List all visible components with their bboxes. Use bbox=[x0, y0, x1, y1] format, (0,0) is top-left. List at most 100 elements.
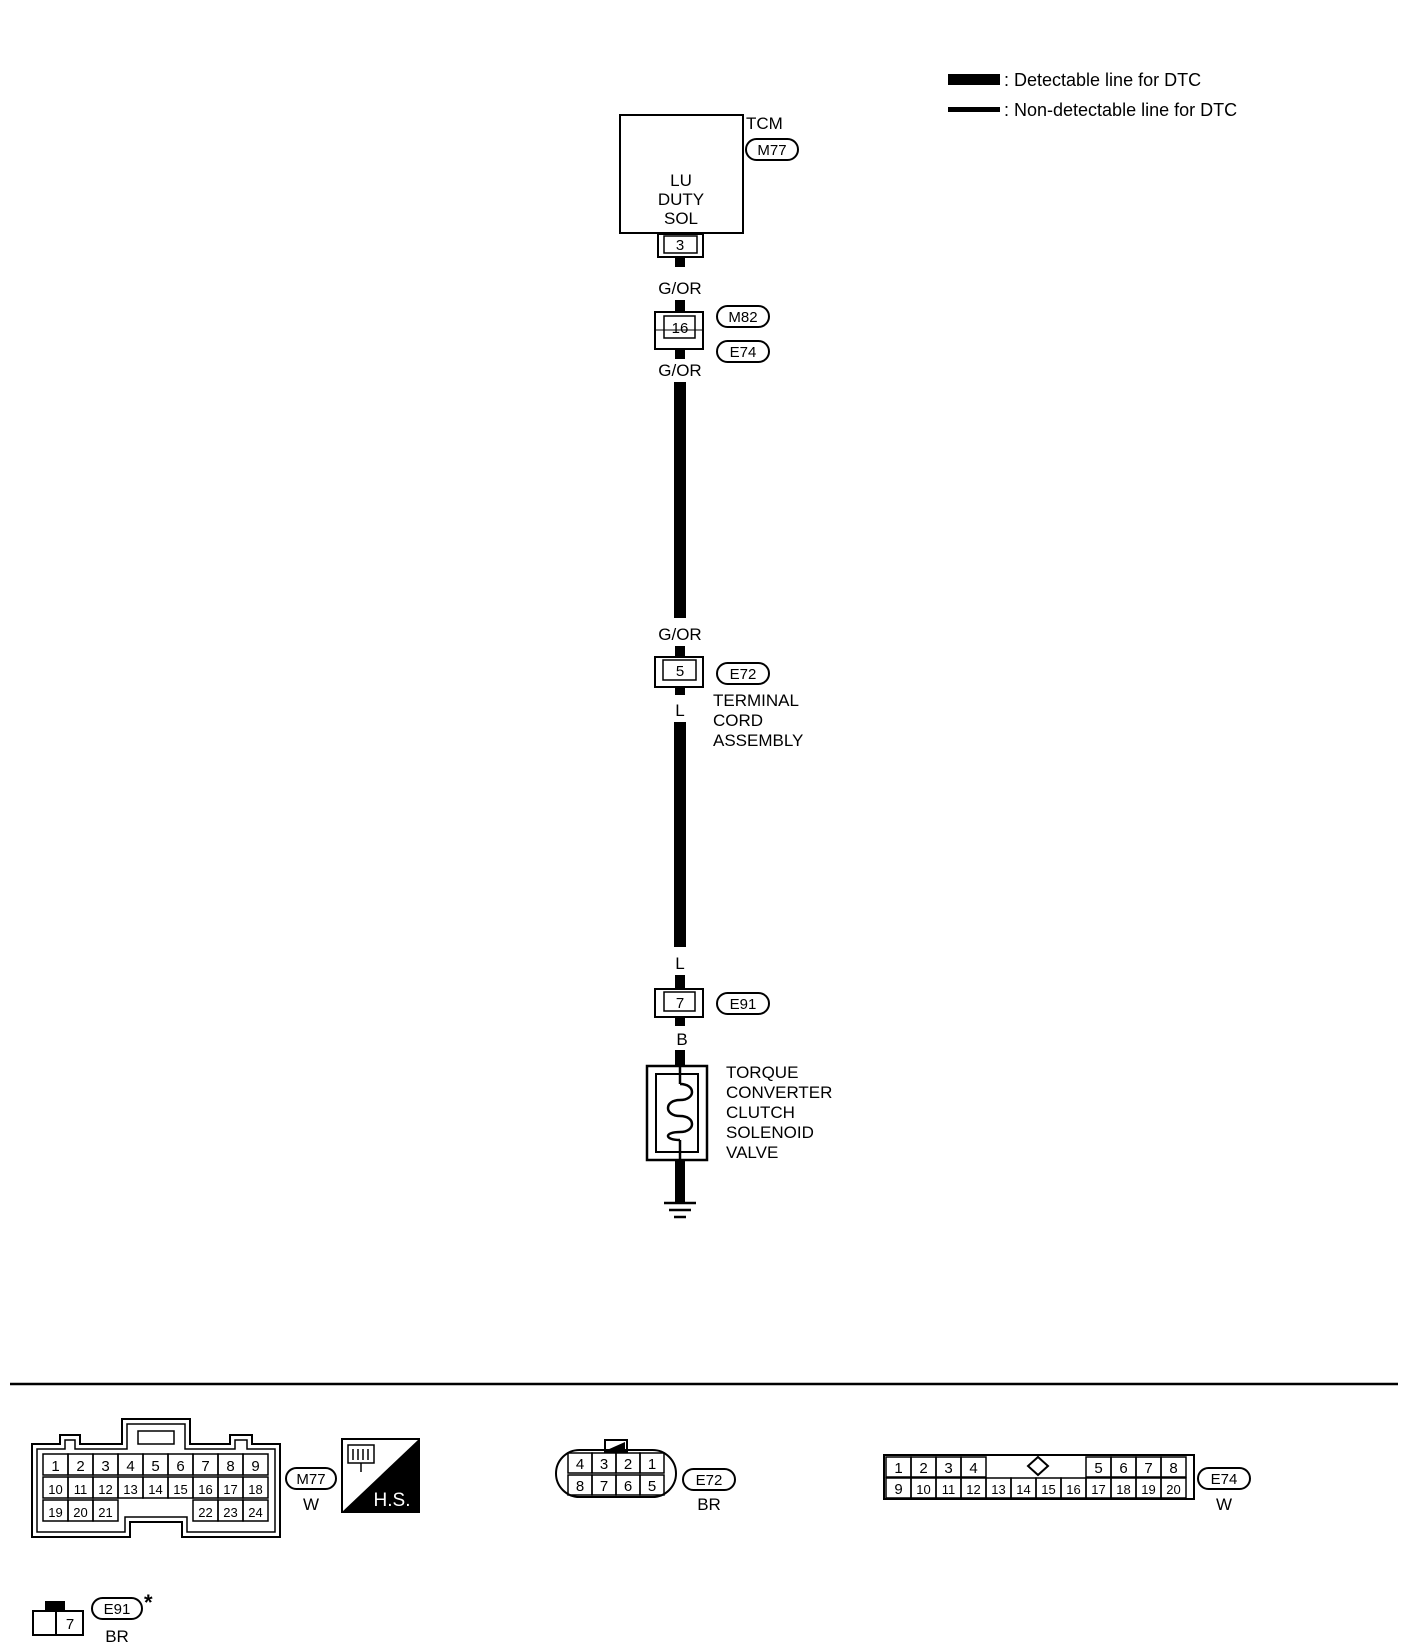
connector-pin-label: 12 bbox=[98, 1482, 112, 1497]
terminal-cord-label-line-2: CORD bbox=[713, 711, 763, 730]
connector-pin-label: 11 bbox=[74, 1482, 88, 1497]
connector-pin-label: 10 bbox=[916, 1482, 930, 1497]
wire-color-label: G/OR bbox=[658, 279, 701, 298]
connector-pin-label: 4 bbox=[576, 1456, 584, 1473]
svg-text:E91: E91 bbox=[104, 1601, 131, 1618]
connector-pin-label: 6 bbox=[1119, 1460, 1127, 1477]
solenoid-connector: 7 bbox=[654, 988, 704, 1018]
connector-pin-label: 5 bbox=[1094, 1460, 1102, 1477]
connector-pin-label: 1 bbox=[51, 1458, 59, 1475]
connector-pin-label: 23 bbox=[223, 1505, 237, 1520]
hs-icon: H.S. bbox=[341, 1438, 420, 1513]
connector-pin-label: 3 bbox=[944, 1460, 952, 1477]
connector-pin-label: 8 bbox=[226, 1458, 234, 1475]
connector-pin-label: 4 bbox=[126, 1458, 134, 1475]
connector-pin-label: 9 bbox=[251, 1458, 259, 1475]
wire-color-label: B bbox=[676, 1030, 687, 1049]
connector-pin-label: 5 bbox=[151, 1458, 159, 1475]
connector-pin-cell bbox=[242, 1476, 269, 1499]
connector-e74-color: W bbox=[1216, 1495, 1232, 1514]
coil-icon bbox=[666, 1082, 694, 1142]
wire-segment bbox=[675, 1160, 685, 1202]
terminal-cord-connector-badge: E72 bbox=[716, 662, 770, 685]
connector-pin-label: 7 bbox=[600, 1478, 608, 1495]
svg-text:E72: E72 bbox=[696, 1472, 723, 1489]
connector-pin-label: 12 bbox=[966, 1482, 980, 1497]
terminal-cord-label-line-3: ASSEMBLY bbox=[713, 731, 803, 750]
connector-pin-label: 9 bbox=[894, 1481, 902, 1498]
solenoid-valve bbox=[645, 1064, 709, 1162]
detectable-wire bbox=[674, 382, 686, 618]
harness-side-connector-icon bbox=[347, 1444, 375, 1472]
joint-connector-badge-bottom: E74 bbox=[716, 340, 770, 363]
connector-e72-color: BR bbox=[697, 1495, 721, 1514]
connector-e72-badge: E72 bbox=[682, 1468, 736, 1491]
svg-text:M77: M77 bbox=[757, 142, 786, 159]
connector-pin-label: 24 bbox=[248, 1505, 262, 1520]
legend-non-detectable-swatch bbox=[948, 107, 1000, 112]
connector-pin-label: 6 bbox=[176, 1458, 184, 1475]
wire-color-label: L bbox=[675, 701, 684, 720]
tcm-label-line-3: SOL bbox=[664, 209, 698, 228]
wire-color-label: G/OR bbox=[658, 625, 701, 644]
detectable-wire bbox=[674, 722, 686, 947]
tcm-label-line-1: LU bbox=[670, 171, 692, 190]
solenoid-label-line-3: CLUTCH bbox=[726, 1103, 795, 1122]
svg-text:E74: E74 bbox=[730, 344, 757, 361]
ground-icon bbox=[664, 1201, 696, 1219]
wire-segment bbox=[675, 687, 685, 695]
tcm-name: TCM bbox=[746, 114, 783, 133]
connector-pin-label: 19 bbox=[48, 1505, 62, 1520]
connector-pin-label: 16 bbox=[198, 1482, 212, 1497]
connector-pin-label: 1 bbox=[648, 1456, 656, 1473]
connector-pin-label: 10 bbox=[48, 1482, 62, 1497]
tcm-unit: TCM M77 LU DUTY SOL bbox=[619, 114, 799, 234]
solenoid-label-line-1: TORQUE bbox=[726, 1063, 798, 1082]
connector-pin-cell bbox=[960, 1456, 987, 1478]
svg-text:16: 16 bbox=[672, 320, 689, 337]
connector-pin-label: 18 bbox=[1116, 1482, 1130, 1497]
connector-e91-color: BR bbox=[105, 1627, 129, 1646]
svg-text:3: 3 bbox=[676, 237, 684, 254]
connector-pin-label: 15 bbox=[1041, 1482, 1055, 1497]
connector-pin-cell bbox=[639, 1474, 665, 1496]
connector-pin-label: 11 bbox=[942, 1482, 956, 1497]
svg-text:H.S.: H.S. bbox=[374, 1490, 411, 1511]
connector-pin-cell bbox=[639, 1452, 665, 1474]
connector-pin-cell bbox=[242, 1499, 269, 1522]
connector-pin-label: 14 bbox=[148, 1482, 162, 1497]
wire-segment bbox=[675, 257, 685, 267]
connector-pin-label: 3 bbox=[600, 1456, 608, 1473]
connector-pin-label: 8 bbox=[576, 1478, 584, 1495]
wire-segment bbox=[675, 300, 685, 312]
wire-segment bbox=[675, 1017, 685, 1026]
legend-detectable-swatch bbox=[948, 74, 1000, 85]
wire-segment bbox=[675, 646, 685, 657]
connector-pin-label: 4 bbox=[969, 1460, 977, 1477]
connector-e91-asterisk: * bbox=[144, 1590, 153, 1615]
tcm-terminal: 3 bbox=[657, 233, 704, 258]
connector-pin-label: 20 bbox=[73, 1505, 87, 1520]
connector-pin-label: 18 bbox=[248, 1482, 262, 1497]
connector-pin-label: 17 bbox=[223, 1482, 237, 1497]
svg-text:7: 7 bbox=[676, 995, 684, 1012]
solenoid-connector-badge: E91 bbox=[716, 992, 770, 1015]
connector-e91-face: 7 bbox=[32, 1601, 84, 1636]
tcm-connector-badge: M77 bbox=[745, 138, 799, 161]
connector-pin-label: 13 bbox=[991, 1482, 1005, 1497]
connector-pin-label: 7 bbox=[201, 1458, 209, 1475]
tcm-label-line-2: DUTY bbox=[658, 190, 704, 209]
svg-text:M77: M77 bbox=[296, 1471, 325, 1488]
wire-color-label: G/OR bbox=[658, 361, 701, 380]
wire-segment bbox=[675, 975, 685, 989]
svg-text:E72: E72 bbox=[730, 666, 757, 683]
wire-segment bbox=[675, 349, 685, 359]
connector-pin-label: 21 bbox=[98, 1505, 112, 1520]
terminal-cord-connector: 5 bbox=[654, 656, 704, 688]
wire-segment bbox=[675, 1050, 685, 1066]
connector-pin-cell bbox=[242, 1453, 269, 1476]
